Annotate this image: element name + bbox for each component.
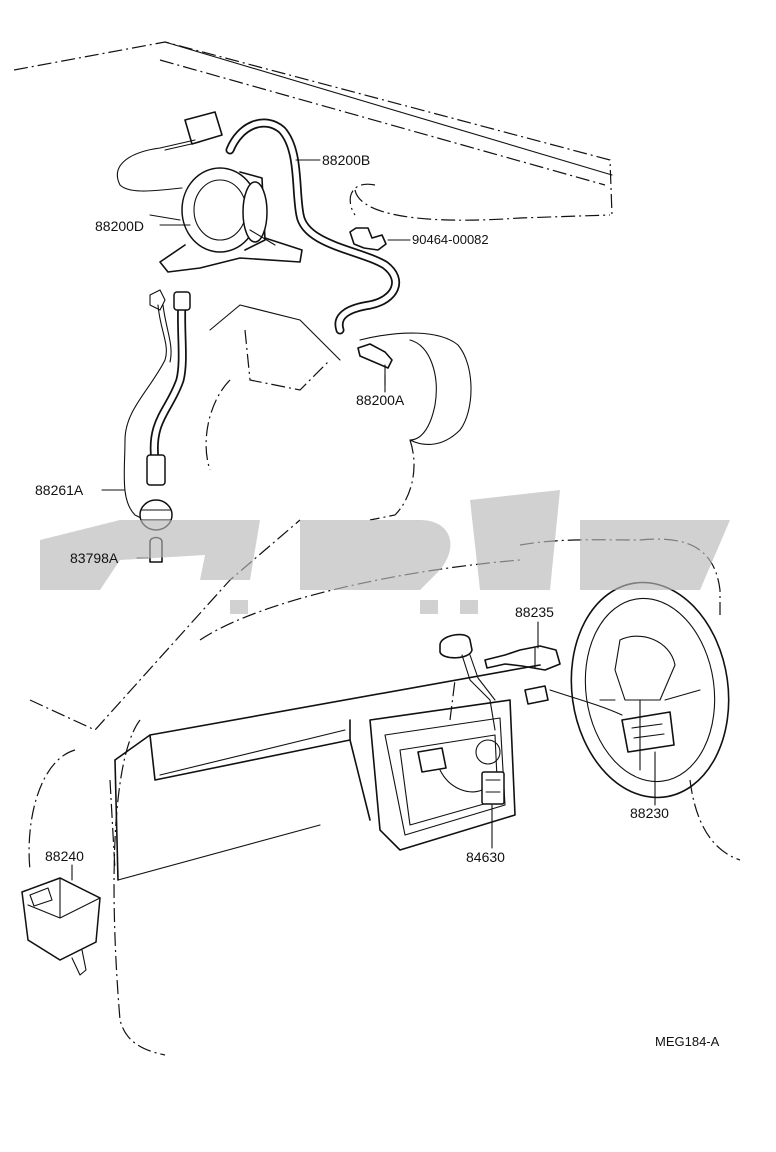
part-label-88235: 88235	[515, 604, 554, 620]
engine-outline	[205, 304, 472, 521]
switch-88235	[484, 645, 561, 671]
part-label-84630: 84630	[466, 849, 505, 865]
part-label-90464-00082: 90464-00082	[412, 232, 489, 247]
horn-connector-wire	[117, 111, 223, 192]
cable-bracket	[439, 633, 496, 731]
part-labels: 88200B 88200D 90464-00082 88200A 88261A …	[35, 152, 720, 1049]
part-label-88200A: 88200A	[356, 392, 405, 408]
part-label-83798A: 83798A	[70, 550, 119, 566]
horn-88200D	[149, 167, 303, 273]
hose-88200B	[225, 118, 401, 335]
horn-switch-88230	[524, 685, 675, 753]
part-label-88240: 88240	[45, 848, 84, 864]
washer-hose-88261A	[123, 289, 191, 531]
relay-88240	[21, 877, 101, 976]
part-label-88200B: 88200B	[322, 152, 370, 168]
part-label-88261A: 88261A	[35, 482, 84, 498]
relay-84630	[417, 747, 505, 805]
part-label-88200D: 88200D	[95, 218, 144, 234]
clip-90464-00082	[349, 227, 411, 251]
part-label-88230: 88230	[630, 805, 669, 821]
watermark-logo	[40, 490, 730, 614]
nozzle-88200A	[357, 343, 393, 386]
drawing-code: MEG184-A	[655, 1034, 720, 1049]
body-outline	[13, 41, 613, 1056]
dashboard-outline	[114, 559, 541, 881]
